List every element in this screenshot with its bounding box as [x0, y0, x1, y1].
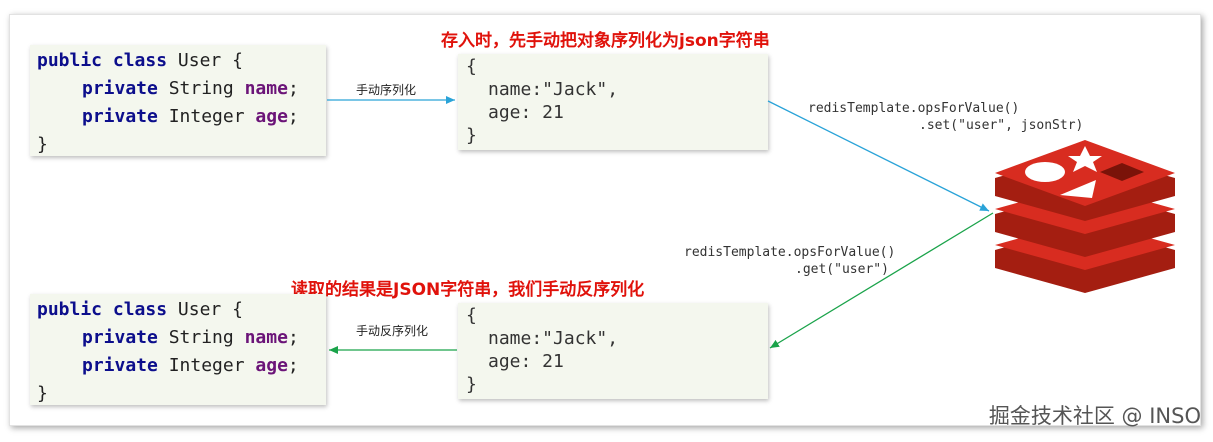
- kw-public: public: [37, 50, 103, 71]
- semicolon: ;: [287, 106, 299, 127]
- json-box-top: { name:"Jack", age: 21 }: [458, 54, 768, 150]
- kw-class: class: [112, 50, 168, 71]
- class-name: User: [177, 299, 222, 320]
- semicolon: ;: [287, 78, 299, 99]
- json-box-bottom: { name:"Jack", age: 21 }: [458, 303, 768, 399]
- kw-private: private: [82, 106, 158, 127]
- field-name: age: [255, 106, 288, 127]
- kw-private: private: [82, 355, 158, 376]
- java-class-top: public class User { private String name;…: [30, 45, 326, 156]
- kw-public: public: [37, 299, 103, 320]
- field-name: name: [244, 327, 288, 348]
- open-brace: {: [232, 50, 243, 71]
- kw-private: private: [82, 327, 158, 348]
- field-type: String: [168, 327, 234, 348]
- redis-logo-icon: [995, 140, 1175, 293]
- json-open-brace: {: [466, 305, 477, 326]
- get-call-line1: redisTemplate.opsForValue(): [684, 245, 896, 260]
- json-age-line: age: 21: [488, 351, 564, 372]
- set-call-line1: redisTemplate.opsForValue(): [808, 101, 1020, 116]
- bottom-caption: 读取的结果是JSON字符串，我们手动反序列化: [291, 280, 645, 300]
- json-close-brace: }: [466, 125, 477, 146]
- field-type: Integer: [168, 355, 245, 376]
- get-arrow: [769, 212, 994, 349]
- set-arrow: [767, 100, 990, 212]
- get-call-line2: .get("user"): [795, 262, 889, 277]
- json-age-line: age: 21: [488, 102, 564, 123]
- json-open-brace: {: [466, 56, 477, 77]
- field-type: Integer: [168, 106, 245, 127]
- json-name-line: name:"Jack",: [488, 79, 619, 100]
- top-caption: 存入时，先手动把对象序列化为json字符串: [441, 31, 770, 51]
- field-name: age: [255, 355, 288, 376]
- json-name-line: name:"Jack",: [488, 328, 619, 349]
- close-brace: }: [37, 383, 48, 404]
- field-name: name: [244, 78, 288, 99]
- close-brace: }: [37, 134, 48, 155]
- open-brace: {: [232, 299, 243, 320]
- class-name: User: [177, 50, 222, 71]
- deserialize-label: 手动反序列化: [356, 324, 429, 338]
- semicolon: ;: [287, 355, 299, 376]
- json-close-brace: }: [466, 374, 477, 395]
- kw-class: class: [112, 299, 168, 320]
- set-call-line2: .set("user", jsonStr): [919, 118, 1084, 133]
- semicolon: ;: [287, 327, 299, 348]
- field-type: String: [168, 78, 234, 99]
- serialize-label: 手动序列化: [356, 83, 417, 97]
- watermark: 掘金技术社区 @ INSO: [988, 404, 1201, 428]
- kw-private: private: [82, 78, 158, 99]
- java-class-bottom: public class User { private String name;…: [30, 294, 326, 405]
